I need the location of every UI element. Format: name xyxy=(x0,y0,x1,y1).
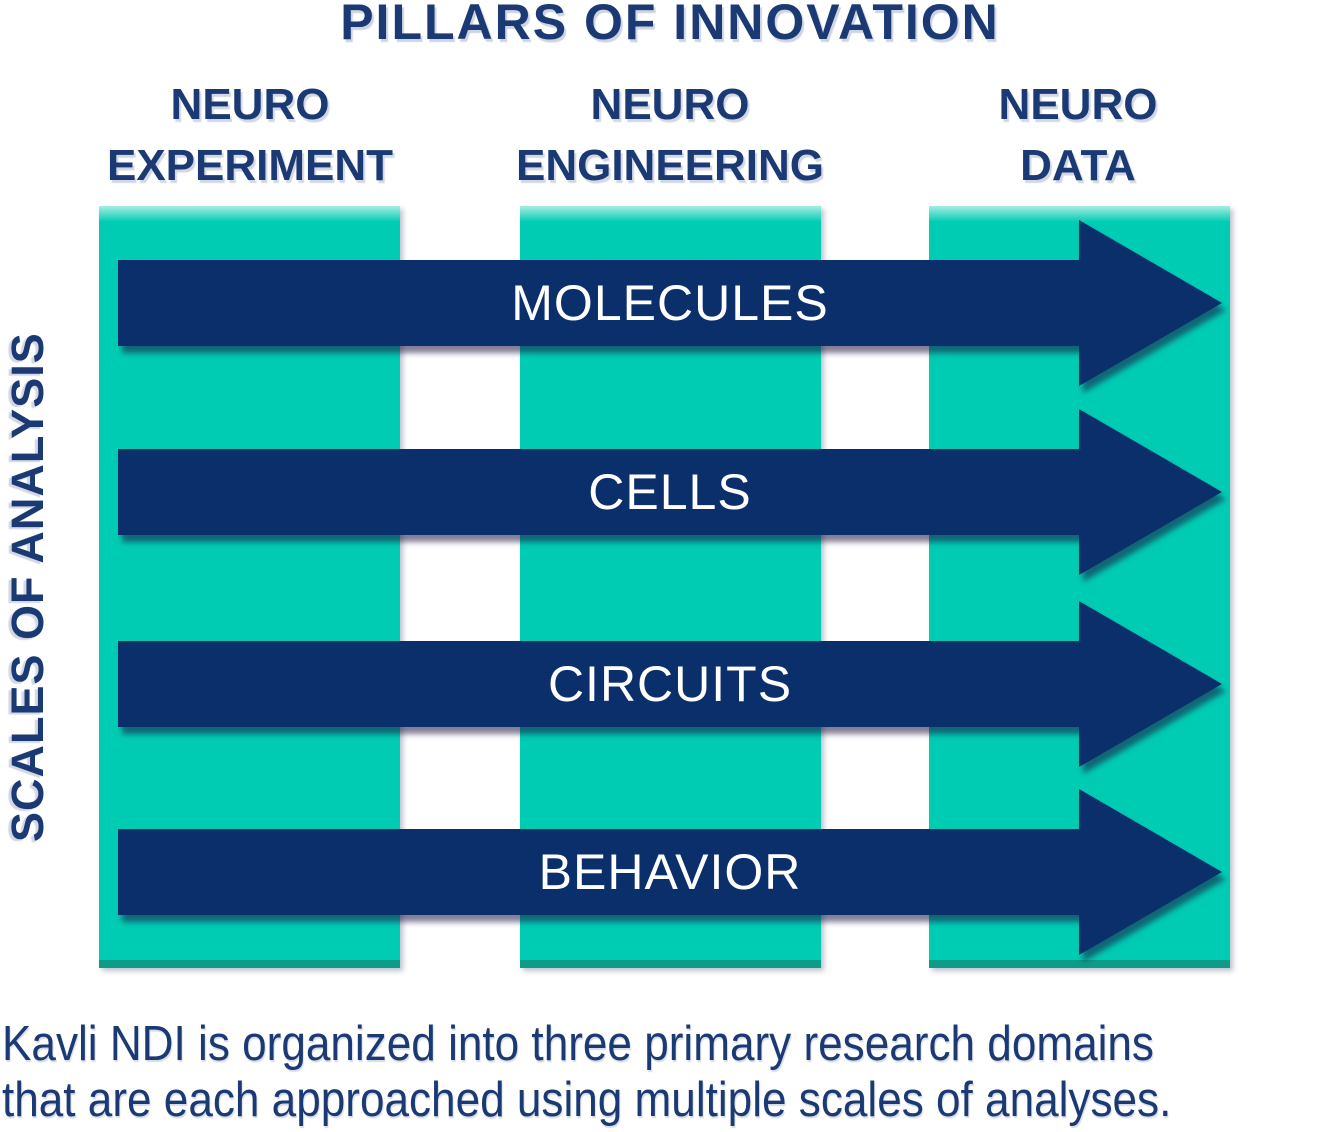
diagram-title: PILLARS OF INNOVATION xyxy=(340,0,1000,50)
arrow-label-cells: CELLS xyxy=(588,464,752,520)
pillar-header-neuro-data: NEURO DATA xyxy=(998,80,1158,190)
right-arrow-icon xyxy=(118,789,1222,955)
arrow-label-molecules: MOLECULES xyxy=(511,275,829,331)
arrow-row-circuits: CIRCUITS xyxy=(118,601,1222,767)
arrow-row-molecules: MOLECULES xyxy=(118,220,1222,386)
pillar-header-neuro-experiment: NEURO EXPERIMENT xyxy=(106,80,394,190)
right-arrow-icon xyxy=(118,220,1222,386)
arrow-label-circuits: CIRCUITS xyxy=(547,656,793,712)
arrow-label-behavior: BEHAVIOR xyxy=(538,844,802,900)
right-arrow-icon xyxy=(118,601,1222,767)
diagram-caption: Kavli NDI is organized into three primar… xyxy=(2,1017,1172,1127)
scales-of-analysis-axis-label: SCALES OF ANALYSIS xyxy=(2,332,53,842)
arrow-row-cells: CELLS xyxy=(118,409,1222,575)
arrow-row-behavior: BEHAVIOR xyxy=(118,789,1222,955)
pillar-header-neuro-engineering: NEURO ENGINEERING xyxy=(515,80,825,190)
right-arrow-icon xyxy=(118,409,1222,575)
